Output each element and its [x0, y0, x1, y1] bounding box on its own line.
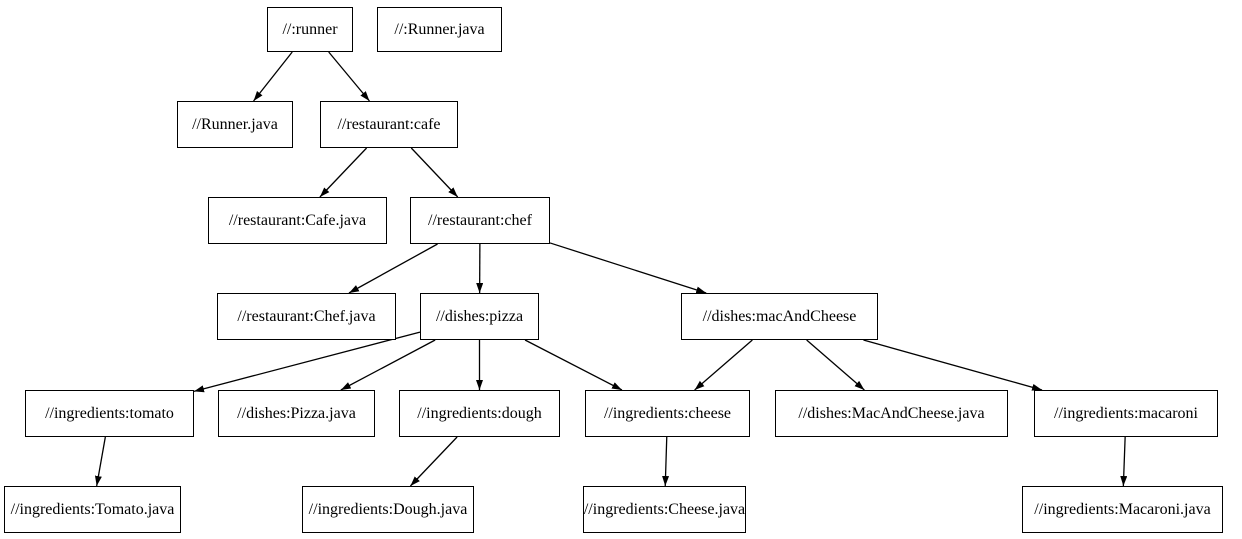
edge-chef-to-mac-and-cheese: [549, 242, 707, 294]
node-dishes-pizza: //dishes:pizza: [420, 293, 539, 340]
edge-mac-and-cheese-to-cheese: [694, 339, 753, 391]
node-ingredients-macaroni-java: //ingredients:Macaroni.java: [1022, 486, 1223, 533]
node-restaurant-cafe-java: //restaurant:Cafe.java: [208, 197, 387, 244]
node-runner-java-src: //:Runner.java: [377, 7, 502, 52]
edge-cafe-to-cafe-java: [319, 147, 368, 198]
edge-mac-and-cheese-to-macaroni: [863, 339, 1043, 391]
node-dishes-mac-and-cheese: //dishes:macAndCheese: [681, 293, 878, 340]
node-dishes-pizza-java: //dishes:Pizza.java: [218, 390, 375, 437]
edge-chef-to-chef-java: [348, 243, 438, 294]
node-ingredients-cheese: //ingredients:cheese: [585, 390, 750, 437]
edge-mac-and-cheese-to-mac-and-cheese-java: [806, 339, 865, 391]
edge-runner-to-cafe: [328, 51, 370, 102]
node-restaurant-chef-java: //restaurant:Chef.java: [217, 293, 396, 340]
node-ingredients-cheese-java: //ingredients:Cheese.java: [583, 486, 746, 533]
node-ingredients-macaroni: //ingredients:macaroni: [1034, 390, 1218, 437]
edge-tomato-to-tomato-java: [94, 436, 106, 487]
node-ingredients-tomato-java: //ingredients:Tomato.java: [4, 486, 181, 533]
node-ingredients-tomato: //ingredients:tomato: [25, 390, 194, 437]
edge-dough-to-dough-java: [409, 436, 458, 487]
node-restaurant-cafe: //restaurant:cafe: [320, 101, 458, 148]
node-runner: //:runner: [267, 7, 353, 52]
edge-pizza-to-cheese: [524, 339, 623, 391]
node-ingredients-dough-java: //ingredients:Dough.java: [302, 486, 474, 533]
node-runner-java: //Runner.java: [177, 101, 293, 148]
edge-runner-to-runner-java: [253, 51, 293, 102]
edge-pizza-to-tomato: [193, 331, 421, 393]
edge-macaroni-to-macaroni-java: [1120, 436, 1128, 487]
node-dishes-mac-and-cheese-java: //dishes:MacAndCheese.java: [775, 390, 1008, 437]
node-ingredients-dough: //ingredients:dough: [399, 390, 560, 437]
edge-pizza-to-pizza-java: [340, 339, 436, 391]
edge-cheese-to-cheese-java: [662, 436, 670, 487]
edge-cafe-to-chef: [410, 147, 459, 198]
node-restaurant-chef: //restaurant:chef: [410, 197, 550, 244]
